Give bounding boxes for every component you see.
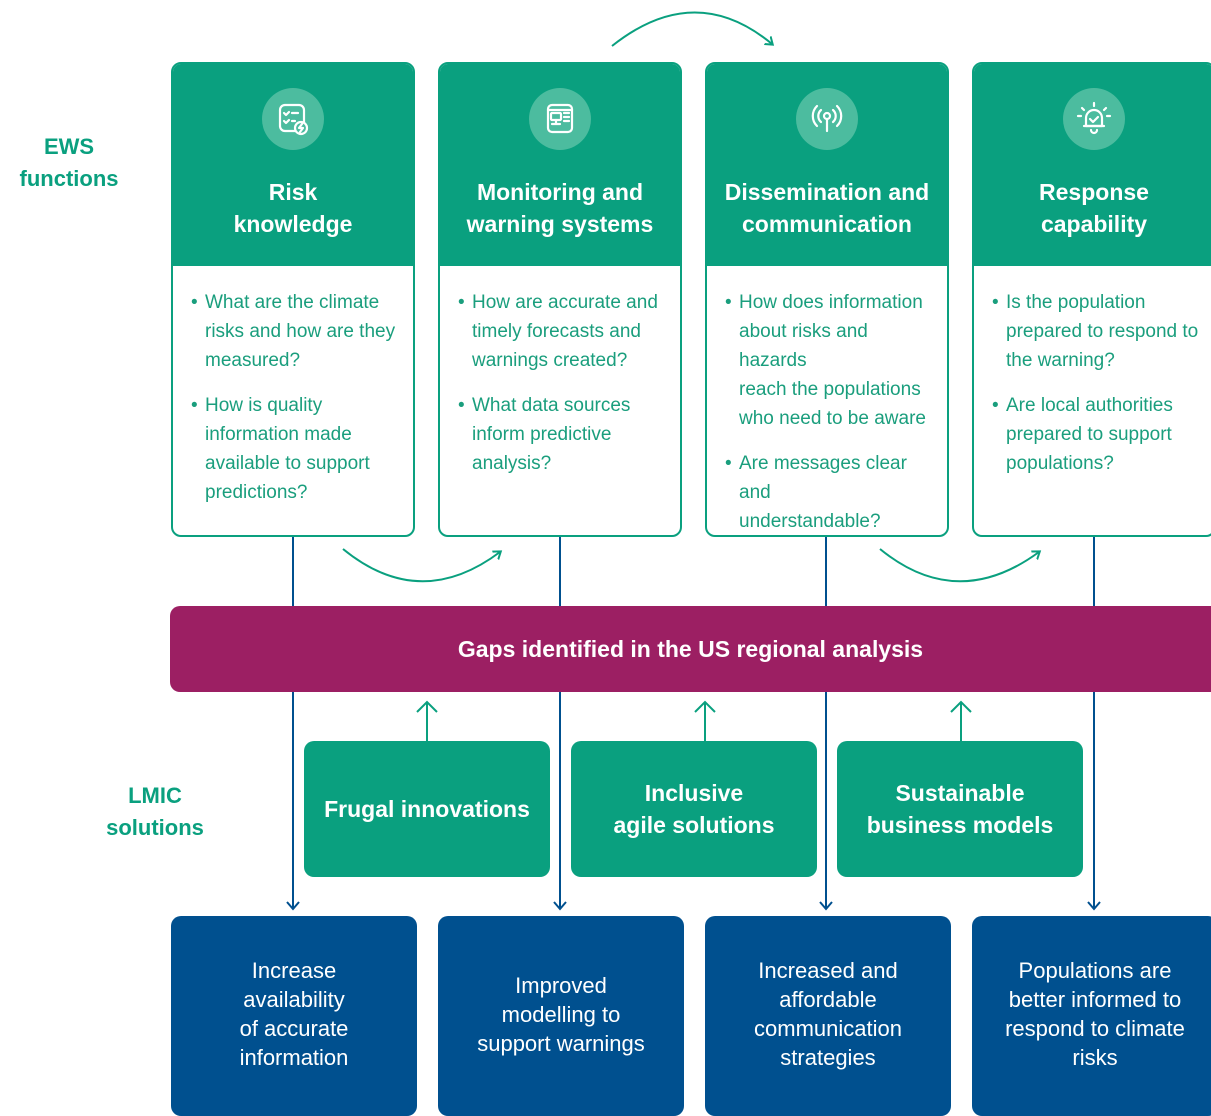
card-questions: What are the climate risks and how are t… [173, 266, 413, 507]
outcome-availability: Increase availability of accurate inform… [171, 916, 417, 1116]
question-item: How does information about risks and haz… [723, 288, 933, 433]
curved-flow-arrows [342, 11, 1039, 583]
card-title: Risk knowledge [233, 179, 353, 237]
gaps-banner-text: Gaps identified in the US regional analy… [457, 635, 924, 662]
outcome-populations: Populations are better informed to respo… [972, 916, 1211, 1116]
gaps-banner: Gaps identified in the US regional analy… [170, 606, 1211, 692]
question-item: Are local authorities prepared to suppor… [990, 391, 1200, 478]
solution-sustainable-business: Sustainable business models [837, 741, 1083, 877]
lower-curve-arrow-1 [342, 548, 500, 583]
lmic-solutions-label: LMIC solutions [106, 783, 204, 840]
card-header: Monitoring and warning systems [440, 64, 680, 266]
card-questions: Is the population prepared to respond to… [974, 266, 1211, 478]
lower-curve-arrow-2 [879, 548, 1039, 583]
question-item: What data sources inform predictive anal… [456, 391, 666, 478]
blue-down-arrows [286, 536, 1101, 911]
outcome-communication: Increased and affordable communication s… [705, 916, 951, 1116]
question-item: Is the population prepared to respond to… [990, 288, 1200, 375]
outcome-modelling: Improved modelling to support warnings [438, 916, 684, 1116]
card-questions: How are accurate and timely forecasts an… [440, 266, 680, 478]
function-card-risk-knowledge: Risk knowledge What are the climate risk… [171, 62, 415, 537]
question-item: How is quality information made availabl… [189, 391, 399, 507]
function-card-monitoring-warning: Monitoring and warning systems How are a… [438, 62, 682, 537]
monitor-icon [529, 88, 591, 150]
card-header: Response capability [974, 64, 1211, 266]
solution-frugal-innovations: Frugal innovations [304, 741, 550, 877]
question-item: Are messages clear and understandable? [723, 449, 933, 535]
ews-functions-label: EWS functions [19, 134, 119, 191]
function-card-response-capability: Response capability Is the population pr… [972, 62, 1211, 537]
card-questions: How does information about risks and haz… [707, 266, 947, 535]
solution-inclusive-agile: Inclusive agile solutions [571, 741, 817, 877]
card-title: Response capability [1039, 179, 1149, 237]
card-header: Dissemination and communication [707, 64, 947, 266]
top-curve-arrow [611, 11, 772, 47]
question-item: How are accurate and timely forecasts an… [456, 288, 666, 375]
alarm-bell-icon [1063, 88, 1125, 150]
question-item: What are the climate risks and how are t… [189, 288, 399, 375]
card-title: Dissemination and communication [724, 179, 930, 237]
function-card-dissemination-communication: Dissemination and communication How does… [705, 62, 949, 537]
broadcast-icon [796, 88, 858, 150]
card-header: Risk knowledge [173, 64, 413, 266]
checklist-icon [262, 88, 324, 150]
up-arrows [416, 700, 972, 741]
card-title: Monitoring and warning systems [466, 179, 654, 237]
